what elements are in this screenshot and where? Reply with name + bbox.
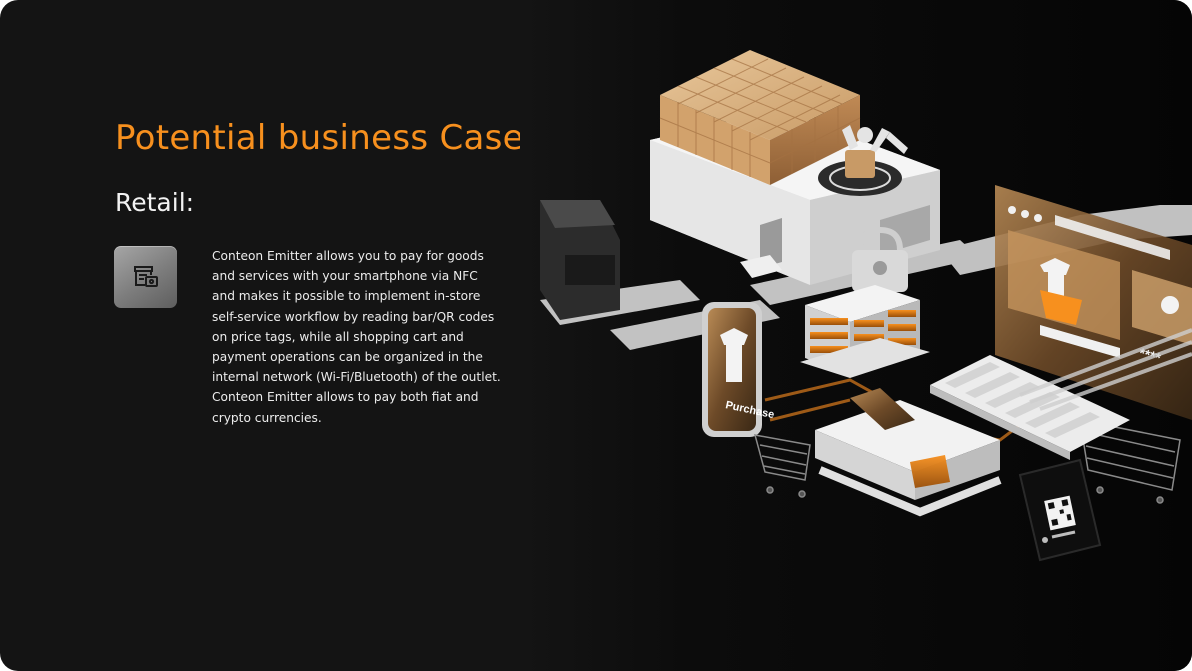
retail-illustration: Purchase <box>520 0 1192 671</box>
qr-code-terminal-graphic <box>1018 458 1102 562</box>
store-payment-icon <box>134 266 158 287</box>
robot-arm-graphic <box>842 125 908 178</box>
checkout-counter-graphic <box>815 388 1002 517</box>
gold-bars-stack-graphic <box>800 285 930 378</box>
shopping-cart-graphic <box>753 419 1181 504</box>
page-title: Potential business Cases <box>115 118 542 158</box>
smartphone-graphic: Purchase <box>702 302 775 437</box>
description-text: Conteon Emitter allows you to pay for go… <box>212 249 501 425</box>
cardboard-boxes-graphic <box>659 50 861 185</box>
dark-terminal-graphic <box>540 200 620 320</box>
padlock-graphic <box>852 226 908 292</box>
section-subtitle: Retail: <box>115 188 195 217</box>
keyboard-graphic <box>930 355 1130 460</box>
store-payment-icon-tile <box>114 246 177 308</box>
